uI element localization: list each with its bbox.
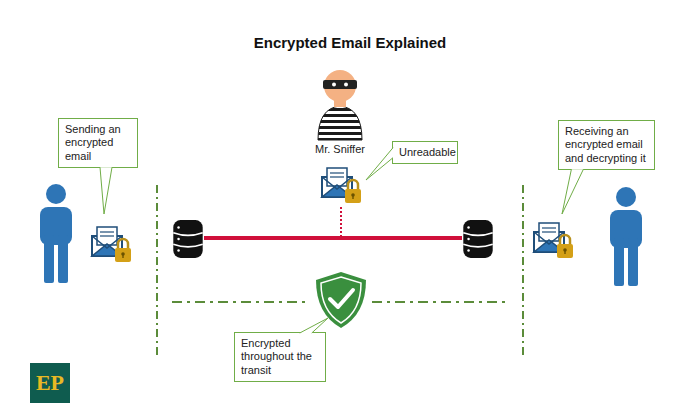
sniff-tap: [340, 207, 342, 236]
callout-tail-outline: [562, 169, 583, 214]
box-text: Sending an encrypted email: [65, 123, 131, 163]
server-icon: [463, 220, 492, 258]
network-link: [204, 236, 462, 240]
sender-figure: [40, 184, 72, 283]
brand-logo: EP: [30, 363, 70, 403]
callout-box: Receiving an encrypted email and decrypt…: [558, 120, 655, 170]
callout-tail: [562, 169, 583, 214]
callout-tail: [366, 148, 393, 180]
locked-envelope: [322, 168, 361, 203]
callout-box: Unreadable: [392, 141, 458, 164]
diagram-title: Encrypted Email Explained: [0, 34, 700, 51]
callout-tail-outline: [100, 167, 112, 214]
box-text: EP: [36, 370, 64, 396]
callout-tail-outline: [366, 148, 393, 180]
box-text: Encrypted throughout the transit: [241, 337, 319, 377]
security-shield: [316, 272, 366, 328]
character-name: Mr. Sniffer: [290, 143, 390, 155]
server-icon: [173, 220, 202, 258]
box-text: Receiving an encrypted email and decrypt…: [565, 125, 648, 165]
receiver-figure: [610, 187, 642, 286]
callout-tail-outline: [300, 318, 328, 333]
callout-box: Sending an encrypted email: [58, 118, 138, 168]
locked-envelope: [92, 227, 131, 262]
callout-tail: [300, 318, 328, 333]
callout-tail: [100, 167, 112, 214]
locked-envelope: [534, 223, 573, 258]
callout-box: Encrypted throughout the transit: [234, 332, 326, 382]
network-boundary: [157, 185, 523, 355]
box-text: Unreadable: [399, 146, 451, 159]
sniffer-figure: [318, 70, 362, 140]
